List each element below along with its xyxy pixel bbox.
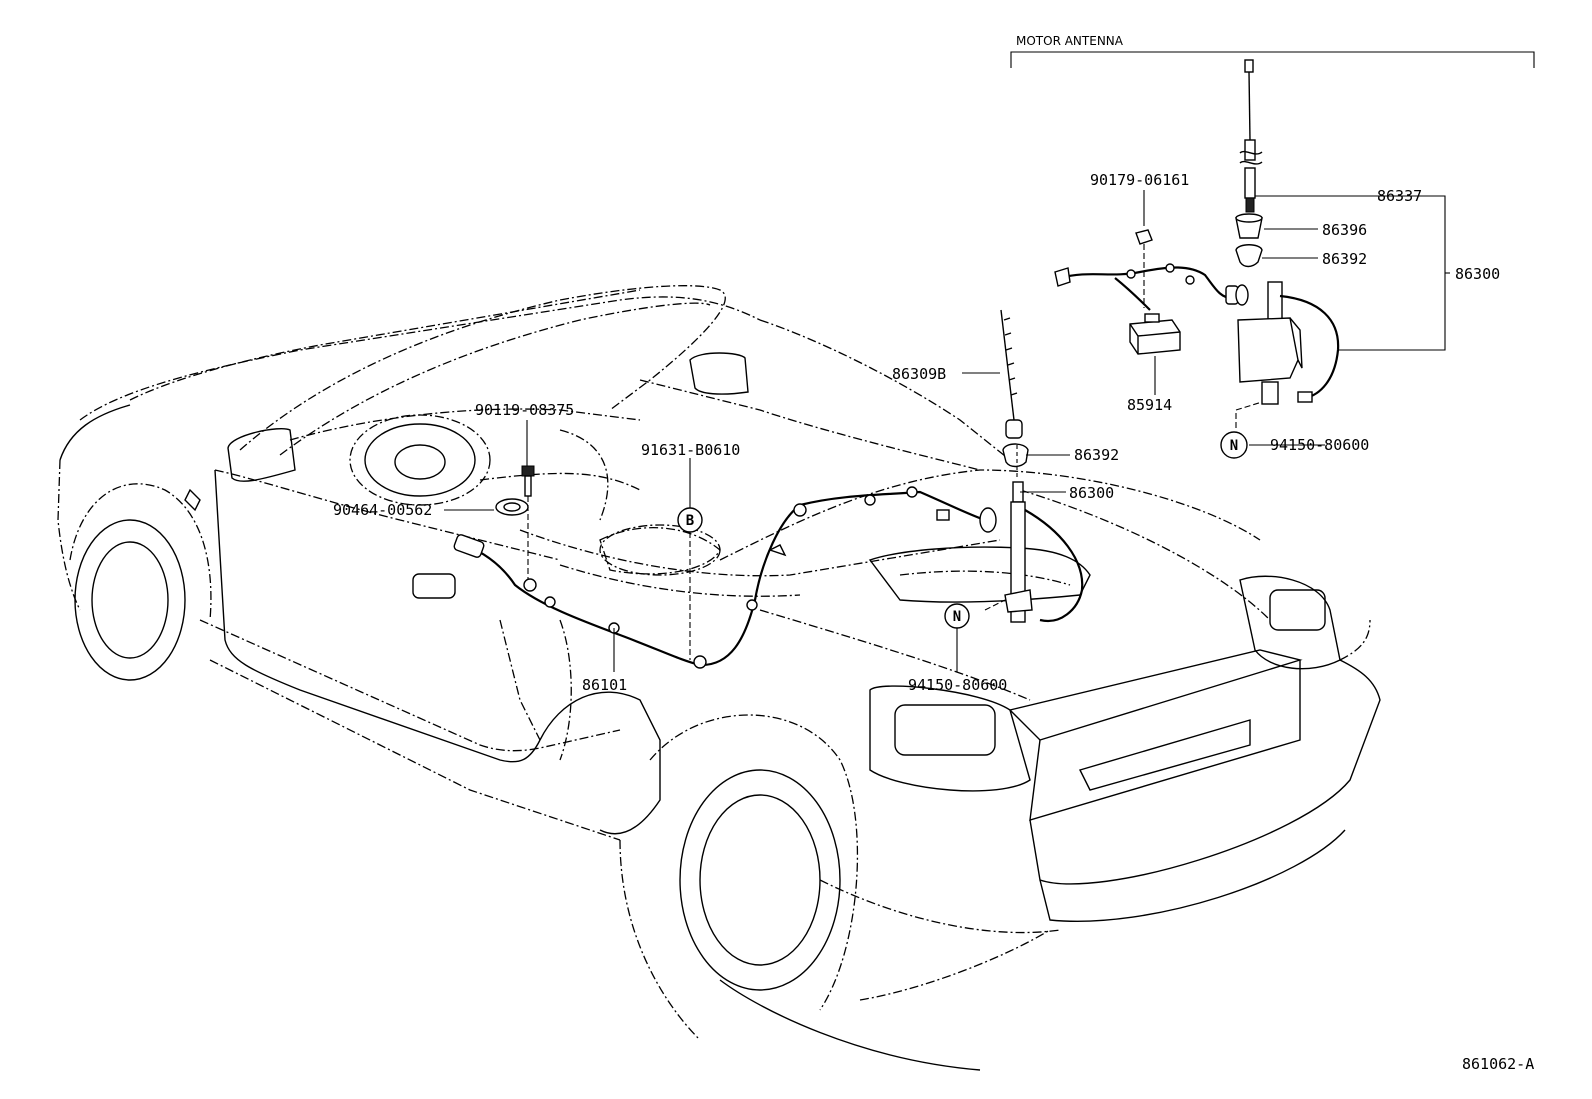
cable-clamp bbox=[793, 503, 807, 517]
car-body-outline bbox=[57, 285, 1381, 1071]
callout-86396: 86396 bbox=[1322, 221, 1367, 239]
callout-85914: 85914 bbox=[1127, 396, 1172, 414]
cable-clamp bbox=[523, 578, 537, 592]
callout-86101: 86101 bbox=[582, 676, 627, 694]
grommet-90464 bbox=[495, 498, 529, 516]
cable-clip bbox=[768, 544, 787, 557]
right-mirror bbox=[689, 352, 749, 395]
callout-90179-06161: 90179-06161 bbox=[1090, 171, 1189, 189]
rear-wheel bbox=[679, 769, 841, 991]
callout-94150-80600-lower: 94150-80600 bbox=[908, 676, 1007, 694]
callout-86300-lower: 86300 bbox=[1069, 484, 1114, 502]
reference-marker-n-lower: N bbox=[944, 603, 970, 629]
cable-plug bbox=[453, 534, 485, 558]
reference-marker-n-upper: N bbox=[1220, 431, 1248, 459]
door-handle bbox=[412, 573, 456, 599]
callout-86337: 86337 bbox=[1377, 187, 1422, 205]
cable-clamp bbox=[864, 494, 876, 506]
front-wheel bbox=[74, 519, 186, 681]
left-tail-lamp bbox=[894, 704, 996, 756]
cable-clamp bbox=[746, 599, 758, 611]
figure-code: 861062-A bbox=[1462, 1055, 1534, 1073]
section-label: MOTOR ANTENNA bbox=[1016, 34, 1124, 48]
marker-letter: N bbox=[1230, 438, 1238, 454]
leader-lines bbox=[444, 190, 1450, 672]
cable-clamp bbox=[906, 486, 918, 498]
callout-86300-upper: 86300 bbox=[1455, 265, 1500, 283]
motor-antenna-exploded-view bbox=[1010, 51, 1535, 428]
callout-94150-80600-upper: 94150-80600 bbox=[1270, 436, 1369, 454]
callout-91631-b0610: 91631-B0610 bbox=[641, 441, 740, 459]
callout-86309b: 86309B bbox=[892, 365, 946, 383]
left-mirror bbox=[227, 428, 296, 482]
rear-antenna-assembly bbox=[984, 309, 1084, 623]
grommet bbox=[979, 507, 997, 533]
marker-letter: B bbox=[686, 513, 694, 529]
cable-clip bbox=[936, 509, 950, 521]
callout-86392-upper: 86392 bbox=[1322, 250, 1367, 268]
callout-90464-00562: 90464-00562 bbox=[333, 501, 432, 519]
bolt-90119 bbox=[521, 465, 535, 580]
reference-marker-b: B bbox=[677, 507, 703, 533]
callout-90119-08375: 90119-08375 bbox=[475, 401, 574, 419]
right-tail-lamp bbox=[1269, 589, 1326, 631]
cable-clamp bbox=[693, 655, 707, 669]
cable-clamp bbox=[544, 596, 556, 608]
marker-letter: N bbox=[953, 609, 961, 625]
callout-86392-lower: 86392 bbox=[1074, 446, 1119, 464]
steering-wheel bbox=[364, 423, 476, 497]
antenna-feeder-cable bbox=[453, 486, 997, 669]
